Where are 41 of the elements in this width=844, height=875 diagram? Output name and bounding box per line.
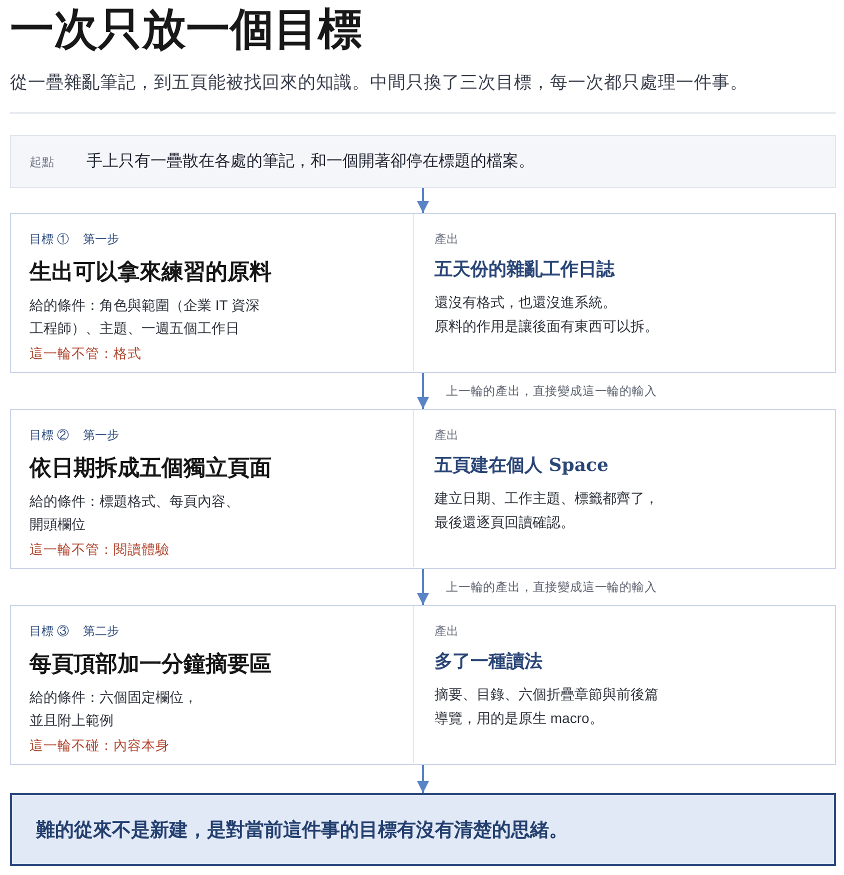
exclusion-note: 這一輪不碰：內容本身 xyxy=(30,736,170,754)
page-title: 一次只放一個目標 xyxy=(10,4,362,56)
output-label: 產出 xyxy=(434,230,458,246)
output-description: 建立日期、工作主題、標籤都齊了，最後還逐頁回讀確認。 xyxy=(434,488,660,532)
output-description: 原料的作用是讓後面有東西可以拆。 xyxy=(434,316,658,336)
arrow xyxy=(417,569,429,605)
output-heading: 五頁建在個人 Space xyxy=(434,454,608,478)
goal-card xyxy=(10,605,836,765)
output-description: 摘要、目錄、六個折疊章節與前後篇導覽，用的是原生 macro。 xyxy=(434,684,660,728)
output-description: 還沒有格式，也還沒進系統。 xyxy=(434,292,616,312)
step-label: 第一步 xyxy=(82,426,119,442)
arrow xyxy=(417,765,429,793)
output-label: 產出 xyxy=(434,426,458,442)
arrow xyxy=(417,188,429,213)
start-box xyxy=(10,135,836,188)
subtitle: 從一疊雜亂筆記，到五頁能被找回來的知識。中間只換了三次目標，每一次都只處理一件事。 xyxy=(10,71,748,94)
goal-card xyxy=(10,409,836,569)
condition-text: 給的條件：角色與範圍（企業 IT 資深工程師）、主題、一週五個工作日 xyxy=(30,296,260,338)
goal-heading: 每頁頂部加一分鐘摘要區 xyxy=(30,650,272,678)
condition-text: 給的條件：六個固定欄位，並且附上範例 xyxy=(30,688,198,730)
output-heading: 多了一種讀法 xyxy=(434,650,542,674)
edge-label: 上一輪的產出，直接變成這一輪的輸入 xyxy=(444,579,659,595)
output-label: 產出 xyxy=(434,622,458,638)
step-label: 第二步 xyxy=(82,622,119,638)
stage-label: 起點 xyxy=(30,154,54,170)
goal-number: 目標 ① xyxy=(30,230,69,246)
output-heading: 五天份的雜亂工作日誌 xyxy=(434,258,614,282)
exclusion-note: 這一輪不管：閱讀體驗 xyxy=(30,540,170,558)
condition-text: 給的條件：標題格式、每頁內容、開頭欄位 xyxy=(30,492,240,534)
conclusion-box xyxy=(10,793,836,866)
goal-number: 目標 ③ xyxy=(30,622,69,638)
goal-heading: 生出可以拿來練習的原料 xyxy=(30,258,272,286)
goal-card xyxy=(10,213,836,373)
start-description: 手上只有一疊散在各處的筆記，和一個開著卻停在標題的檔案。 xyxy=(86,151,534,172)
exclusion-note: 這一輪不管：格式 xyxy=(30,344,142,362)
step-label: 第一步 xyxy=(82,230,119,246)
arrow xyxy=(417,373,429,409)
conclusion-text: 難的從來不是新建，是對當前這件事的目標有沒有清楚的思緒。 xyxy=(36,818,568,842)
edge-label: 上一輪的產出，直接變成這一輪的輸入 xyxy=(444,383,659,399)
goal-number: 目標 ② xyxy=(30,426,69,442)
goal-heading: 依日期拆成五個獨立頁面 xyxy=(30,454,272,482)
